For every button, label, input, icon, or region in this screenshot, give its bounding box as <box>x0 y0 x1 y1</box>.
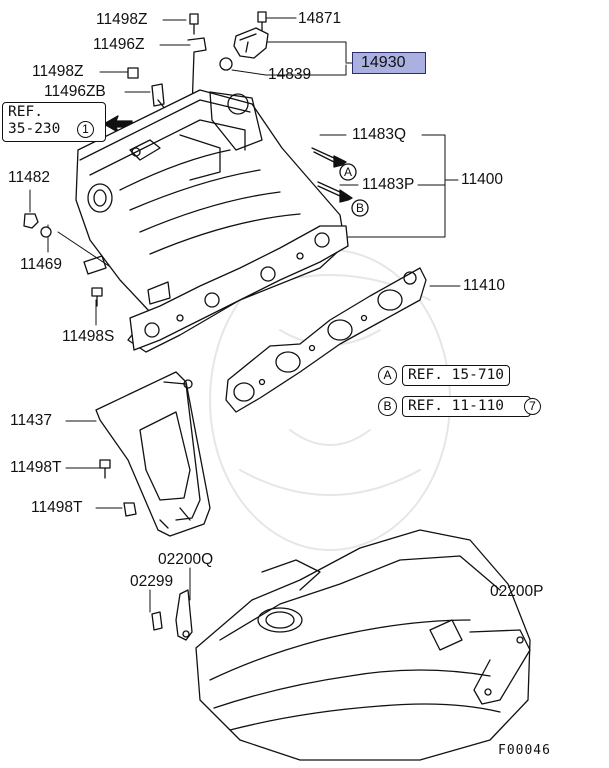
bolt-14871 <box>257 11 267 31</box>
bracket-02200Q <box>175 589 193 641</box>
washer-11469 <box>40 226 52 238</box>
label-11469: 11469 <box>20 256 62 273</box>
label-02200P: 02200P <box>490 583 544 600</box>
stay-11437 <box>95 371 211 537</box>
arrow-letter-A: A <box>343 165 352 179</box>
callout-B-circle-number: 7 <box>524 398 541 415</box>
label-11496ZB: 11496ZB <box>44 83 106 100</box>
label-11410: 11410 <box>463 277 505 294</box>
figure-code: F00046 <box>498 743 551 758</box>
callout-A-ref: REF. 15-710 <box>402 365 511 386</box>
label-02200Q: 02200Q <box>158 551 214 568</box>
label-14871: 14871 <box>298 10 342 27</box>
arrow-B-circle <box>351 199 369 217</box>
ref-box-circle-number: 1 <box>77 121 94 138</box>
label-11496Z: 11496Z <box>93 36 145 53</box>
arrow-to-B <box>339 189 353 203</box>
bolt-11498Z-top <box>189 13 199 35</box>
label-11498Z-top: 11498Z <box>96 11 148 28</box>
label-11498T-b: 11498T <box>31 499 83 516</box>
stud-11483P <box>317 181 341 197</box>
bolt-11498T-b <box>123 502 137 517</box>
label-02299: 02299 <box>130 573 174 590</box>
callout-A-circle: A <box>378 366 397 385</box>
intake-manifold-11400 <box>75 89 349 353</box>
callout-B-text: REF. 11-110 <box>408 398 505 414</box>
label-11437: 11437 <box>10 412 52 429</box>
label-11483Q: 11483Q <box>352 126 407 143</box>
engine-valve-cover <box>195 529 531 761</box>
map-sensor-14930 <box>219 27 269 71</box>
gasket-11410 <box>225 267 427 413</box>
label-11498S: 11498S <box>62 328 115 345</box>
arrow-A-circle <box>339 163 357 181</box>
ref-box-line2: 35-230 <box>8 121 100 138</box>
arrow-letter-B: B <box>355 201 364 215</box>
ref-box-line1: REF. <box>8 104 43 120</box>
label-11483P: 11483P <box>362 176 415 193</box>
label-11482: 11482 <box>8 169 50 186</box>
label-14839: 14839 <box>268 66 312 83</box>
arrow-to-A <box>333 155 347 168</box>
bolt-02299 <box>151 611 163 631</box>
ref-box-number: 35-230 <box>8 121 61 137</box>
label-11498T-a: 11498T <box>10 459 62 476</box>
callout-B-circle: B <box>378 397 397 416</box>
nut-11482 <box>23 213 39 229</box>
bolt-11498T-a <box>99 459 111 479</box>
bolt-11498Z-left <box>127 67 139 79</box>
bracket-11496Z <box>187 37 207 111</box>
stud-11483Q <box>311 147 335 163</box>
label-11400: 11400 <box>461 171 503 188</box>
label-14930-highlighted: 14930 <box>352 52 426 74</box>
callout-B-ref: REF. 11-110 <box>402 396 532 417</box>
label-11498Z-left: 11498Z <box>32 63 84 80</box>
bolt-11498S <box>91 287 103 307</box>
